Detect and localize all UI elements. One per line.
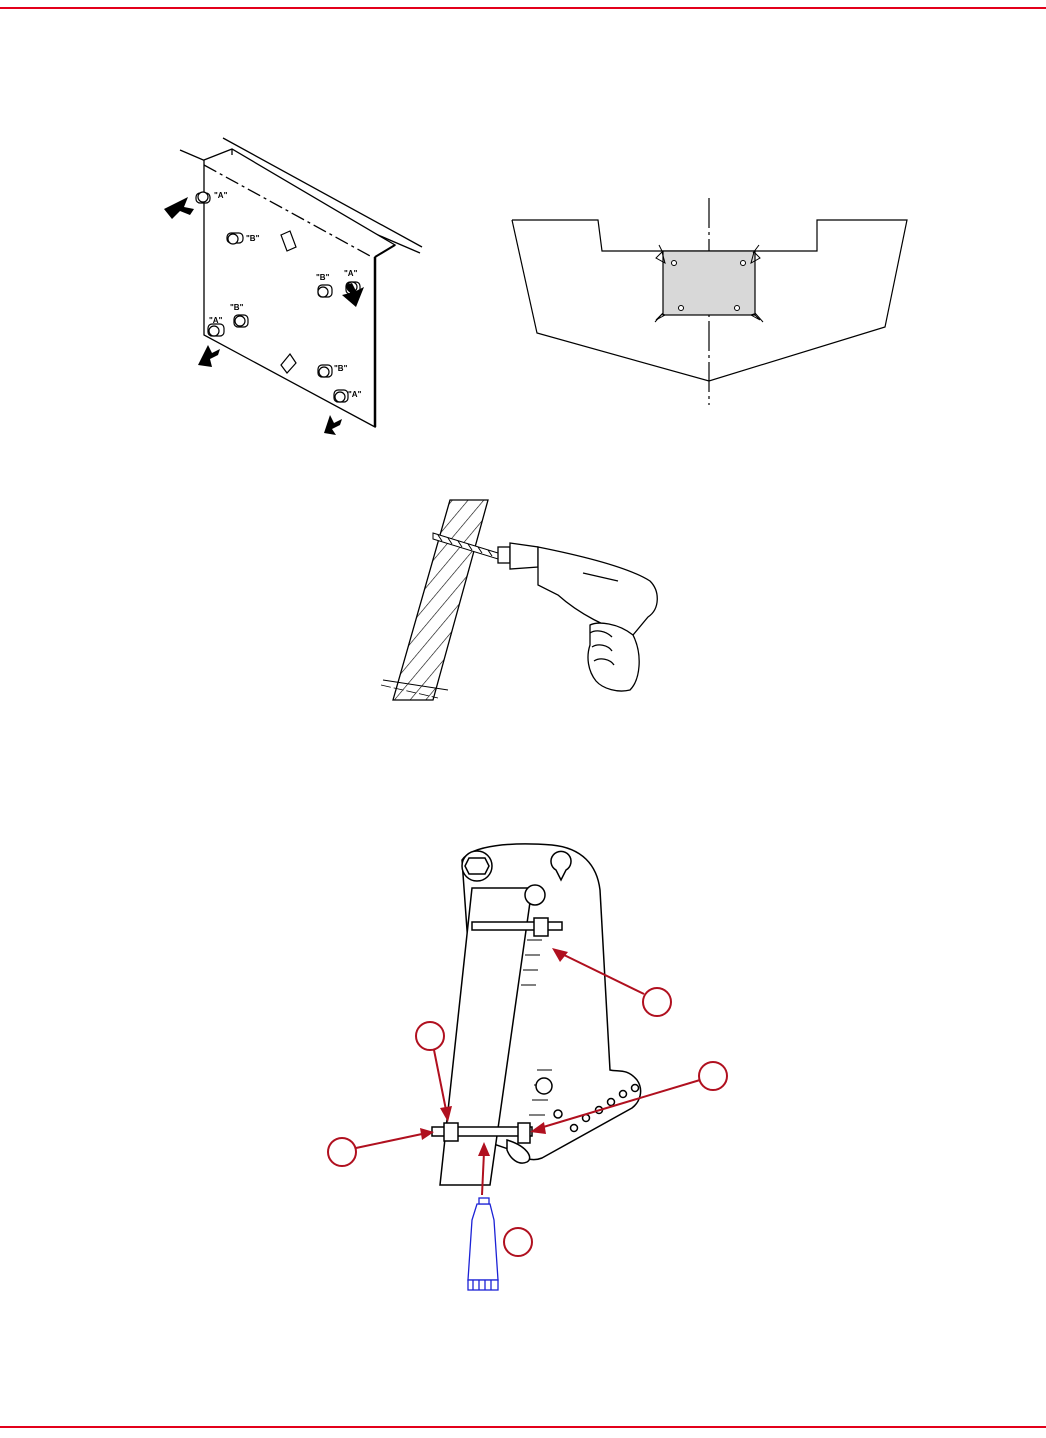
drill-icon (498, 543, 657, 691)
label-a-right: "A" (344, 269, 358, 278)
label-b-lower-right: "B" (334, 364, 348, 373)
arrow-icon (198, 345, 220, 367)
stud (318, 285, 332, 297)
label-a-top-left: "A" (214, 191, 228, 200)
mounting-template (655, 245, 763, 322)
callout-circle (328, 1138, 356, 1166)
callout-circle (504, 1228, 532, 1256)
stud (318, 365, 332, 377)
stud (334, 390, 348, 402)
sealant-tube-icon (468, 1198, 498, 1290)
figure-hull-centerline (505, 195, 915, 410)
stud (234, 315, 248, 327)
label-b-upper-left: "B" (246, 234, 260, 243)
label-b-lower-left: "B" (230, 303, 244, 312)
stud (196, 192, 210, 203)
label-b-right: "B" (316, 273, 330, 282)
callout-circle (643, 988, 671, 1016)
stud (208, 324, 224, 336)
top-rule (0, 7, 1046, 9)
label-a-lower-left: "A" (209, 316, 223, 325)
arrow-icon (324, 415, 342, 435)
callout-circle (699, 1062, 727, 1090)
bottom-rule (0, 1426, 1046, 1428)
figure-transom-plate: "A" "B" "B" "A" "B" "A" "B" "A" (160, 135, 430, 435)
callout-circle (416, 1022, 444, 1050)
figure-drilling (378, 495, 668, 735)
stud (227, 233, 243, 244)
label-a-bottom-right: "A" (348, 390, 362, 399)
figure-bracket-callouts (322, 840, 742, 1300)
arrow-icon (164, 197, 194, 219)
